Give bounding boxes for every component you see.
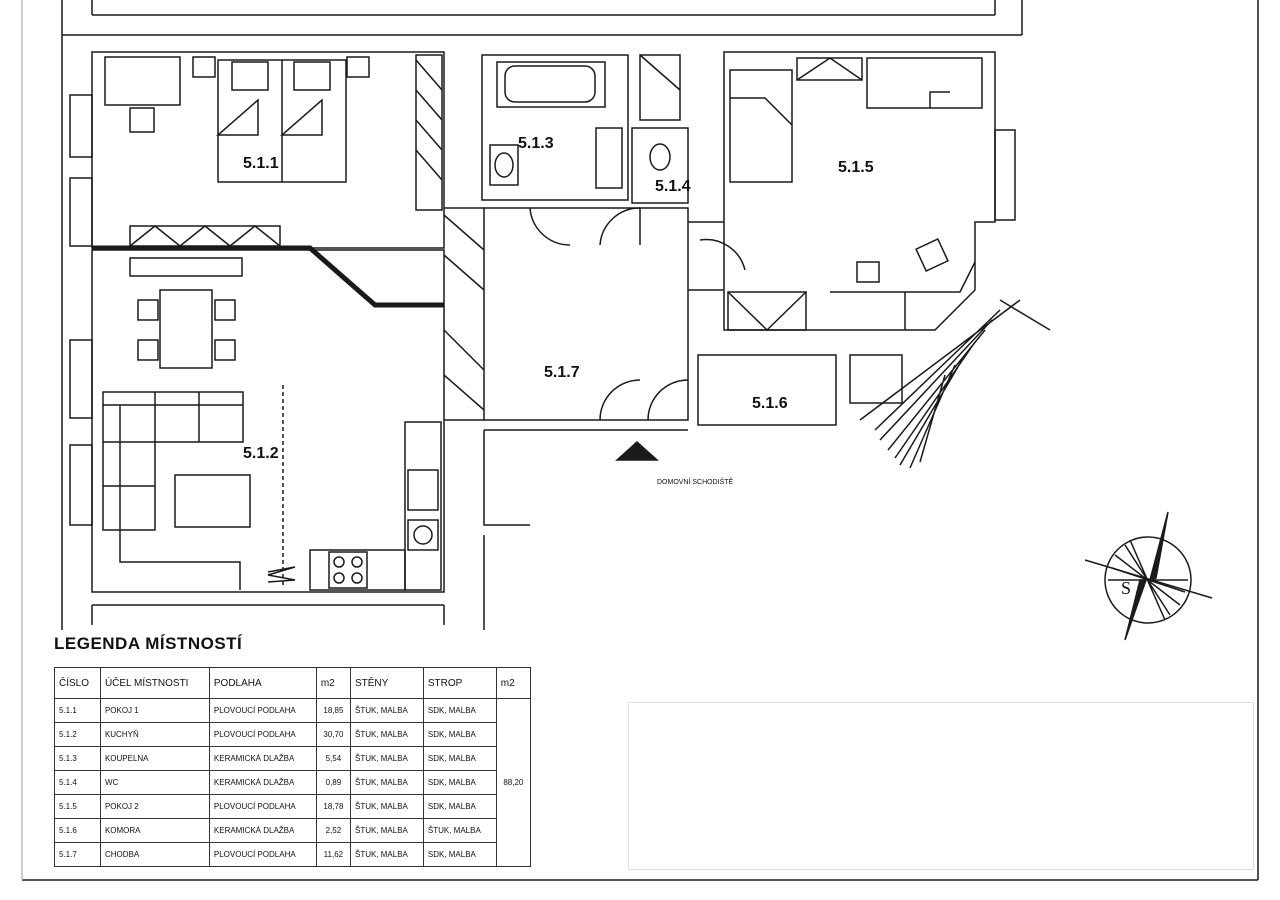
cell-podlaha: KERAMICKÁ DLAŽBA xyxy=(208,770,317,795)
staircase-label: DOMOVNÍ SCHODIŠTĚ xyxy=(657,477,734,486)
cell-ucel: CHODBA xyxy=(99,842,210,867)
room-label-515: 5.1.5 xyxy=(838,159,874,176)
cell-podlaha: KERAMICKÁ DLAŽBA xyxy=(208,746,317,771)
cell-steny: ŠTUK, MALBA xyxy=(349,770,424,795)
room-label-517: 5.1.7 xyxy=(544,364,580,381)
cell-podlaha: KERAMICKÁ DLAŽBA xyxy=(208,818,317,843)
cell-steny: ŠTUK, MALBA xyxy=(349,722,424,747)
room-label-513: 5.1.3 xyxy=(518,135,554,152)
cell-strop: SDK, MALBA xyxy=(422,722,497,747)
table-row: 5.1.7 CHODBA PLOVOUCÍ PODLAHA 11,62 ŠTUK… xyxy=(54,842,531,867)
room-512-outline xyxy=(91,249,445,593)
bathtub xyxy=(496,61,606,108)
compass-icon xyxy=(1084,511,1213,641)
cell-podlaha: PLOVOUCÍ PODLAHA xyxy=(208,842,317,867)
cell-m2: 11,62 xyxy=(315,842,351,867)
kitchen-counter xyxy=(404,421,442,591)
title-block-faded xyxy=(628,702,1254,870)
cell-strop: SDK, MALBA xyxy=(422,698,497,723)
cell-total-m2: 88,20 xyxy=(495,698,532,867)
toilet xyxy=(649,143,671,171)
header-podlaha: PODLAHA xyxy=(208,667,317,699)
cell-steny: ŠTUK, MALBA xyxy=(349,746,424,771)
cell-cislo: 5.1.7 xyxy=(54,842,101,867)
cell-ucel: KOMORA xyxy=(99,818,210,843)
cell-strop: SDK, MALBA xyxy=(422,770,497,795)
cell-podlaha: PLOVOUCÍ PODLAHA xyxy=(208,794,317,819)
cell-cislo: 5.1.6 xyxy=(54,818,101,843)
cell-cislo: 5.1.4 xyxy=(54,770,101,795)
entrance-arrow xyxy=(615,440,659,461)
table-row: 5.1.4 WC KERAMICKÁ DLAŽBA 0,89 ŠTUK, MAL… xyxy=(54,770,531,795)
header-steny: STĚNY xyxy=(349,667,424,699)
room-515-outline xyxy=(723,51,996,331)
table-row: 5.1.1 POKOJ 1 PLOVOUCÍ PODLAHA 18,85 ŠTU… xyxy=(54,698,532,867)
cell-steny: ŠTUK, MALBA xyxy=(349,698,424,723)
room-516-outline xyxy=(697,354,837,426)
cell-cislo: 5.1.2 xyxy=(54,722,101,747)
cell-ucel: WC xyxy=(99,770,210,795)
room-517-outline xyxy=(483,207,689,421)
room-legend-table: ČÍSLO ÚČEL MÍSTNOSTI PODLAHA m2 STĚNY ST… xyxy=(54,667,532,867)
cell-ucel: POKOJ 1 xyxy=(99,698,210,723)
cell-ucel: KOUPELNA xyxy=(99,746,210,771)
cell-m2: 18,85 xyxy=(315,698,351,723)
legend-header-row: ČÍSLO ÚČEL MÍSTNOSTI PODLAHA m2 STĚNY ST… xyxy=(54,667,532,699)
room-label-512: 5.1.2 xyxy=(243,445,279,462)
coffee-table xyxy=(174,474,251,528)
corner-sofa xyxy=(102,391,244,531)
cell-strop: SDK, MALBA xyxy=(422,746,497,771)
header-cislo: ČÍSLO xyxy=(54,667,101,699)
room-label-514: 5.1.4 xyxy=(655,178,691,195)
compass-letter: S xyxy=(1121,578,1131,598)
legend-title: LEGENDA MÍSTNOSTÍ xyxy=(54,634,243,653)
cell-strop: SDK, MALBA xyxy=(422,842,497,867)
cell-steny: ŠTUK, MALBA xyxy=(349,794,424,819)
cell-ucel: POKOJ 2 xyxy=(99,794,210,819)
cell-m2: 30,70 xyxy=(315,722,351,747)
cell-cislo: 5.1.3 xyxy=(54,746,101,771)
cell-m2: 18,78 xyxy=(315,794,351,819)
sink xyxy=(489,144,519,186)
single-bed xyxy=(729,69,793,183)
table-row: 5.1.5 POKOJ 2 PLOVOUCÍ PODLAHA 18,78 ŠTU… xyxy=(54,794,531,819)
table-row: 5.1.2 KUCHYŇ PLOVOUCÍ PODLAHA 30,70 ŠTUK… xyxy=(54,722,531,747)
room-514-outline xyxy=(631,127,689,204)
cell-podlaha: PLOVOUCÍ PODLAHA xyxy=(208,698,317,723)
cell-strop: ŠTUK, MALBA xyxy=(422,818,497,843)
table-row: 5.1.3 KOUPELNA KERAMICKÁ DLAŽBA 5,54 ŠTU… xyxy=(54,746,531,771)
cell-ucel: KUCHYŇ xyxy=(99,722,210,747)
room-label-511: 5.1.1 xyxy=(243,155,279,172)
header-strop: STROP xyxy=(422,667,497,699)
dining-table xyxy=(159,289,213,369)
cell-cislo: 5.1.5 xyxy=(54,794,101,819)
room-label-516: 5.1.6 xyxy=(752,395,788,412)
header-m2: m2 xyxy=(315,667,351,699)
cell-m2: 5,54 xyxy=(315,746,351,771)
cell-steny: ŠTUK, MALBA xyxy=(349,818,424,843)
wardrobe xyxy=(415,54,443,211)
room-513-outline xyxy=(481,54,629,201)
cell-strop: SDK, MALBA xyxy=(422,794,497,819)
cell-cislo: 5.1.1 xyxy=(54,698,101,723)
cell-m2: 0,89 xyxy=(315,770,351,795)
header-ucel: ÚČEL MÍSTNOSTI xyxy=(99,667,210,699)
stove xyxy=(328,551,368,589)
cell-podlaha: PLOVOUCÍ PODLAHA xyxy=(208,722,317,747)
cell-steny: ŠTUK, MALBA xyxy=(349,842,424,867)
cell-m2: 2,52 xyxy=(315,818,351,843)
table-row: 5.1.6 KOMORA KERAMICKÁ DLAŽBA 2,52 ŠTUK,… xyxy=(54,818,531,843)
partition-wall xyxy=(92,245,444,308)
header-m2-total: m2 xyxy=(495,667,532,699)
